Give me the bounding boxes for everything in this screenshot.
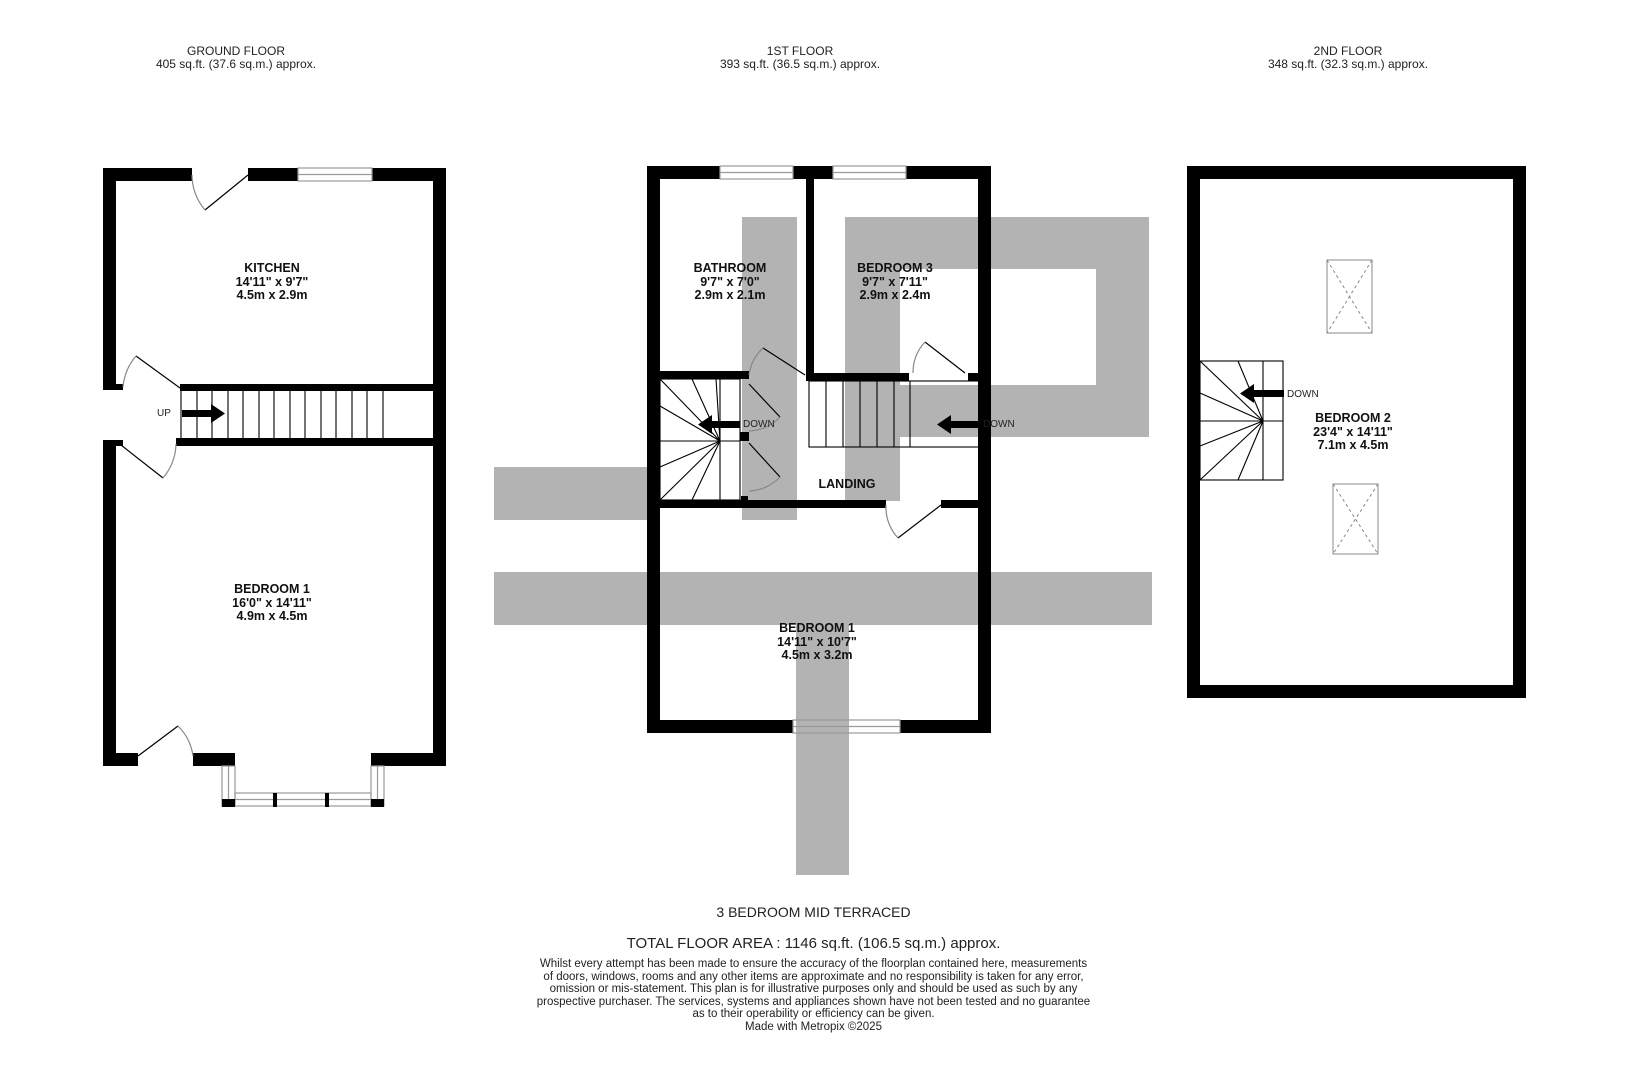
disclaimer-line: omission or mis-statement. This plan is … xyxy=(549,983,1078,996)
first-floor-plan xyxy=(647,165,991,734)
stair-down-label-right: DOWN xyxy=(983,419,1015,430)
first-floor-area: 393 sq.ft. (36.5 sq.m.) approx. xyxy=(719,57,881,71)
down-arrow-icon xyxy=(1240,384,1284,403)
skylight-upper xyxy=(1326,259,1373,334)
room-label-bedroom-1-first: BEDROOM 1 14'11" x 10'7" 4.5m x 3.2m xyxy=(777,621,857,662)
disclaimer-line: of doors, windows, rooms and any other i… xyxy=(543,970,1084,983)
front-door xyxy=(137,725,194,757)
ground-floor-plan xyxy=(103,167,446,807)
hall-door-lower xyxy=(120,443,177,479)
stair-down-label-second: DOWN xyxy=(1287,389,1319,400)
up-arrow-icon xyxy=(182,404,225,423)
bedroom3-door xyxy=(924,341,966,374)
stair-up-label: UP xyxy=(157,408,171,419)
stair-cupboard-door-lower xyxy=(748,442,781,478)
room-label-landing: LANDING xyxy=(818,477,876,491)
down-arrow-icon xyxy=(698,415,740,434)
ground-floor-area: 405 sq.ft. (37.6 sq.m.) approx. xyxy=(155,57,317,71)
disclaimer: Whilst every attempt has been made to en… xyxy=(0,958,1627,1034)
watermark-logo xyxy=(494,217,1152,875)
second-floor-title: 2ND FLOOR xyxy=(1313,44,1383,58)
property-type: 3 BEDROOM MID TERRACED xyxy=(716,904,911,920)
first-winder-staircase xyxy=(659,378,741,501)
ground-floor-header: GROUND FLOOR 405 sq.ft. (37.6 sq.m.) app… xyxy=(136,45,336,71)
second-floor-header: 2ND FLOOR 348 sq.ft. (32.3 sq.m.) approx… xyxy=(1228,45,1468,71)
kitchen-door xyxy=(191,174,249,211)
room-label-bedroom-1-ground: BEDROOM 1 16'0" x 14'11" 4.9m x 4.5m xyxy=(232,582,312,623)
first-straight-staircase xyxy=(808,380,980,448)
ground-floor-title: GROUND FLOOR xyxy=(186,44,285,58)
stair-down-label-left: DOWN xyxy=(743,419,775,430)
down-arrow-icon xyxy=(937,415,980,434)
room-label-bedroom-2: BEDROOM 2 23'4" x 14'11" 7.1m x 4.5m xyxy=(1313,411,1393,452)
room-label-kitchen: KITCHEN 14'11" x 9'7" 4.5m x 2.9m xyxy=(235,261,309,302)
hall-door-upper xyxy=(122,355,181,389)
room-label-bedroom-3: BEDROOM 3 9'7" x 7'11" 2.9m x 2.4m xyxy=(857,261,933,302)
disclaimer-line: Whilst every attempt has been made to en… xyxy=(539,958,1088,970)
second-floor-area: 348 sq.ft. (32.3 sq.m.) approx. xyxy=(1267,57,1429,71)
first-floor-title: 1ST FLOOR xyxy=(766,44,834,58)
stair-cupboard-door-upper xyxy=(748,383,781,418)
room-label-bathroom: BATHROOM 9'7" x 7'0" 2.9m x 2.1m xyxy=(693,261,767,302)
disclaimer-line: as to their operability or efficiency ca… xyxy=(692,1008,935,1021)
credit: Made with Metropix ©2025 xyxy=(745,1020,882,1033)
disclaimer-line: prospective purchaser. The services, sys… xyxy=(536,995,1091,1008)
first-floor-header: 1ST FLOOR 393 sq.ft. (36.5 sq.m.) approx… xyxy=(680,45,920,71)
bathroom-door xyxy=(762,347,806,376)
bedroom1-door xyxy=(897,504,942,539)
total-floor-area: TOTAL FLOOR AREA : 1146 sq.ft. (106.5 sq… xyxy=(626,935,1001,952)
skylight-lower xyxy=(1332,483,1379,555)
second-floor-plan xyxy=(1187,166,1526,698)
second-winder-staircase xyxy=(1199,360,1284,481)
ground-staircase xyxy=(180,391,384,438)
